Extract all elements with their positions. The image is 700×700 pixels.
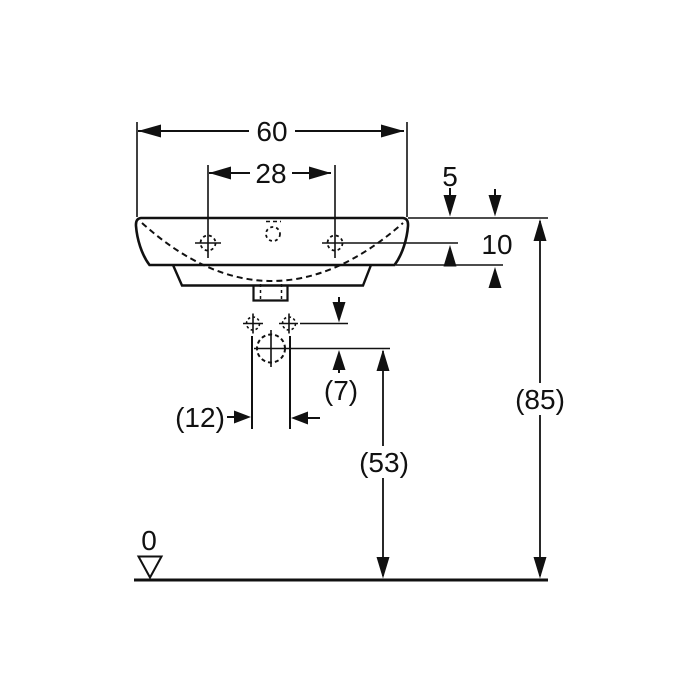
dimension-label-12: (12) xyxy=(175,402,225,433)
arrowhead-up-icon xyxy=(332,350,346,370)
tap-hole-left xyxy=(199,234,217,252)
label-mask xyxy=(354,446,412,478)
dimension-label-28: 28 xyxy=(255,158,286,189)
arrowhead-down-icon xyxy=(332,302,346,323)
fixing-holes xyxy=(243,313,298,334)
dimension-fixing-to-outlet: (7) xyxy=(300,297,358,406)
arrowhead-right-icon xyxy=(381,124,404,138)
basin-inner-rim-dashed xyxy=(141,222,404,282)
overflow-hole-dashed xyxy=(265,226,281,242)
datum-triangle-icon xyxy=(136,555,164,580)
dimension-label-7: (7) xyxy=(324,375,358,406)
arrowhead-up-icon xyxy=(533,219,547,241)
arrowhead-left-icon xyxy=(209,166,231,180)
dimension-pipe-width: (12) xyxy=(175,402,320,433)
dimension-rim-to-tap-holes: 5 xyxy=(442,161,458,267)
arrowhead-left-icon xyxy=(291,411,308,425)
washbasin xyxy=(134,216,410,302)
label-mask xyxy=(511,383,569,415)
arrowhead-right-icon xyxy=(309,166,331,180)
basin-body-outline xyxy=(134,216,410,267)
arrowhead-down-icon xyxy=(376,557,390,579)
arrowhead-down-icon xyxy=(533,557,547,579)
dimension-rim-height: (85) xyxy=(511,219,569,579)
dimension-overall-width: 60 xyxy=(136,116,408,217)
dimension-outlet-height: (53) xyxy=(354,349,412,579)
fixing-hole-right xyxy=(281,316,297,331)
fixing-hole-left xyxy=(245,316,261,331)
dimension-label-10: 10 xyxy=(481,229,512,260)
outlet-circle-dashed xyxy=(256,333,286,364)
arrowhead-left-icon xyxy=(138,124,161,138)
dimension-rim-to-front-edge: 10 xyxy=(481,189,513,288)
arrowhead-down-icon xyxy=(443,195,457,217)
arrowhead-down-icon xyxy=(488,195,502,217)
dimension-label-60: 60 xyxy=(256,116,287,147)
trap-outlet xyxy=(251,330,390,429)
arrowhead-right-icon xyxy=(234,410,251,424)
dimension-label-85: (85) xyxy=(515,384,565,415)
dimension-label-53: (53) xyxy=(359,447,409,478)
floor-datum: 0 xyxy=(134,525,548,582)
arrowhead-up-icon xyxy=(443,245,457,267)
dimension-tap-hole-spacing: 28 xyxy=(207,158,336,258)
basin-pedestal-outline xyxy=(171,264,373,287)
drain-hub-outline xyxy=(252,285,289,302)
arrowhead-up-icon xyxy=(488,267,502,288)
arrowhead-up-icon xyxy=(376,349,390,371)
datum-label-0: 0 xyxy=(141,525,157,556)
dimension-label-5: 5 xyxy=(442,161,458,192)
